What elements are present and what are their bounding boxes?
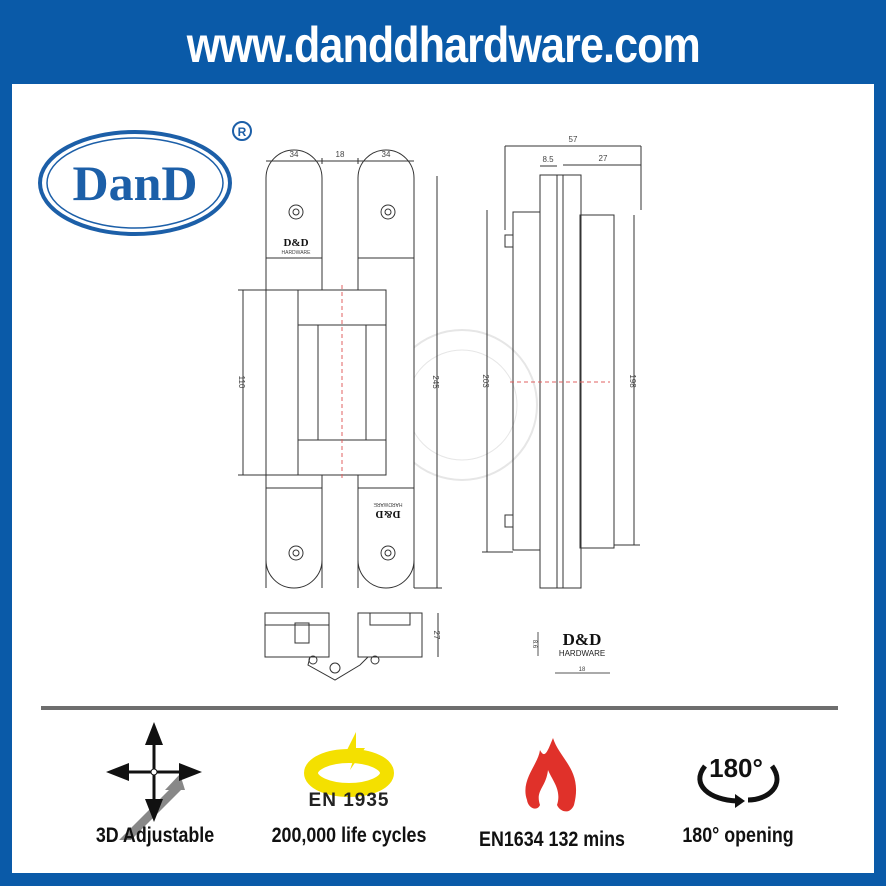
header-banner: www.danddhardware.com — [0, 0, 886, 84]
dim-gap: 18 — [336, 150, 345, 159]
feature-label: 3D Adjustable — [95, 824, 215, 847]
front-brand-sub: HARDWARE — [282, 250, 312, 256]
svg-text:D&D: D&D — [563, 630, 602, 649]
logo-text: DanD — [72, 155, 197, 211]
svg-text:HARDWARE: HARDWARE — [559, 649, 605, 658]
feature-label: EN1634 132 mins — [479, 828, 625, 851]
svg-text:8.6: 8.6 — [531, 640, 537, 649]
en1935-badge: EN 1935 — [308, 790, 390, 811]
hinge-front-view — [238, 149, 442, 589]
feature-label: 200,000 life cycles — [271, 824, 427, 847]
brand-mark: D&D HARDWARE 8.6 18 — [531, 630, 610, 674]
dim-height: 245 — [431, 375, 440, 389]
dim-block: 27 — [599, 154, 608, 163]
hinge-side-view — [482, 145, 642, 589]
fire-icon — [525, 738, 577, 812]
dim-plate: 8.5 — [542, 155, 554, 164]
dand-logo: DanD R — [38, 121, 252, 236]
svg-text:180°: 180° — [709, 753, 763, 783]
3d-adjust-arrows-icon — [106, 722, 202, 840]
dim-left-width: 34 — [290, 150, 299, 159]
hinge-bottom-view — [264, 612, 439, 681]
divider — [41, 706, 838, 710]
feature-label: 180° opening — [682, 824, 794, 847]
front-brand-sub-flipped: HARDWARE — [373, 501, 403, 507]
dim-height-left: 203 — [481, 374, 490, 388]
cycle-ring-icon — [304, 732, 394, 797]
dim-height-right: 198 — [628, 374, 637, 388]
website-url: www.danddhardware.com — [186, 17, 700, 73]
rotate-180-icon: 180° — [697, 753, 780, 808]
svg-text:R: R — [238, 125, 247, 139]
front-brand: D&D — [283, 237, 308, 249]
dim-total: 57 — [569, 135, 578, 144]
svg-text:18: 18 — [579, 667, 586, 673]
dim-body-height: 110 — [237, 376, 246, 389]
dim-depth: 27 — [432, 631, 441, 640]
dim-right-width: 34 — [382, 150, 391, 159]
front-brand-flipped: D&D — [375, 508, 400, 520]
